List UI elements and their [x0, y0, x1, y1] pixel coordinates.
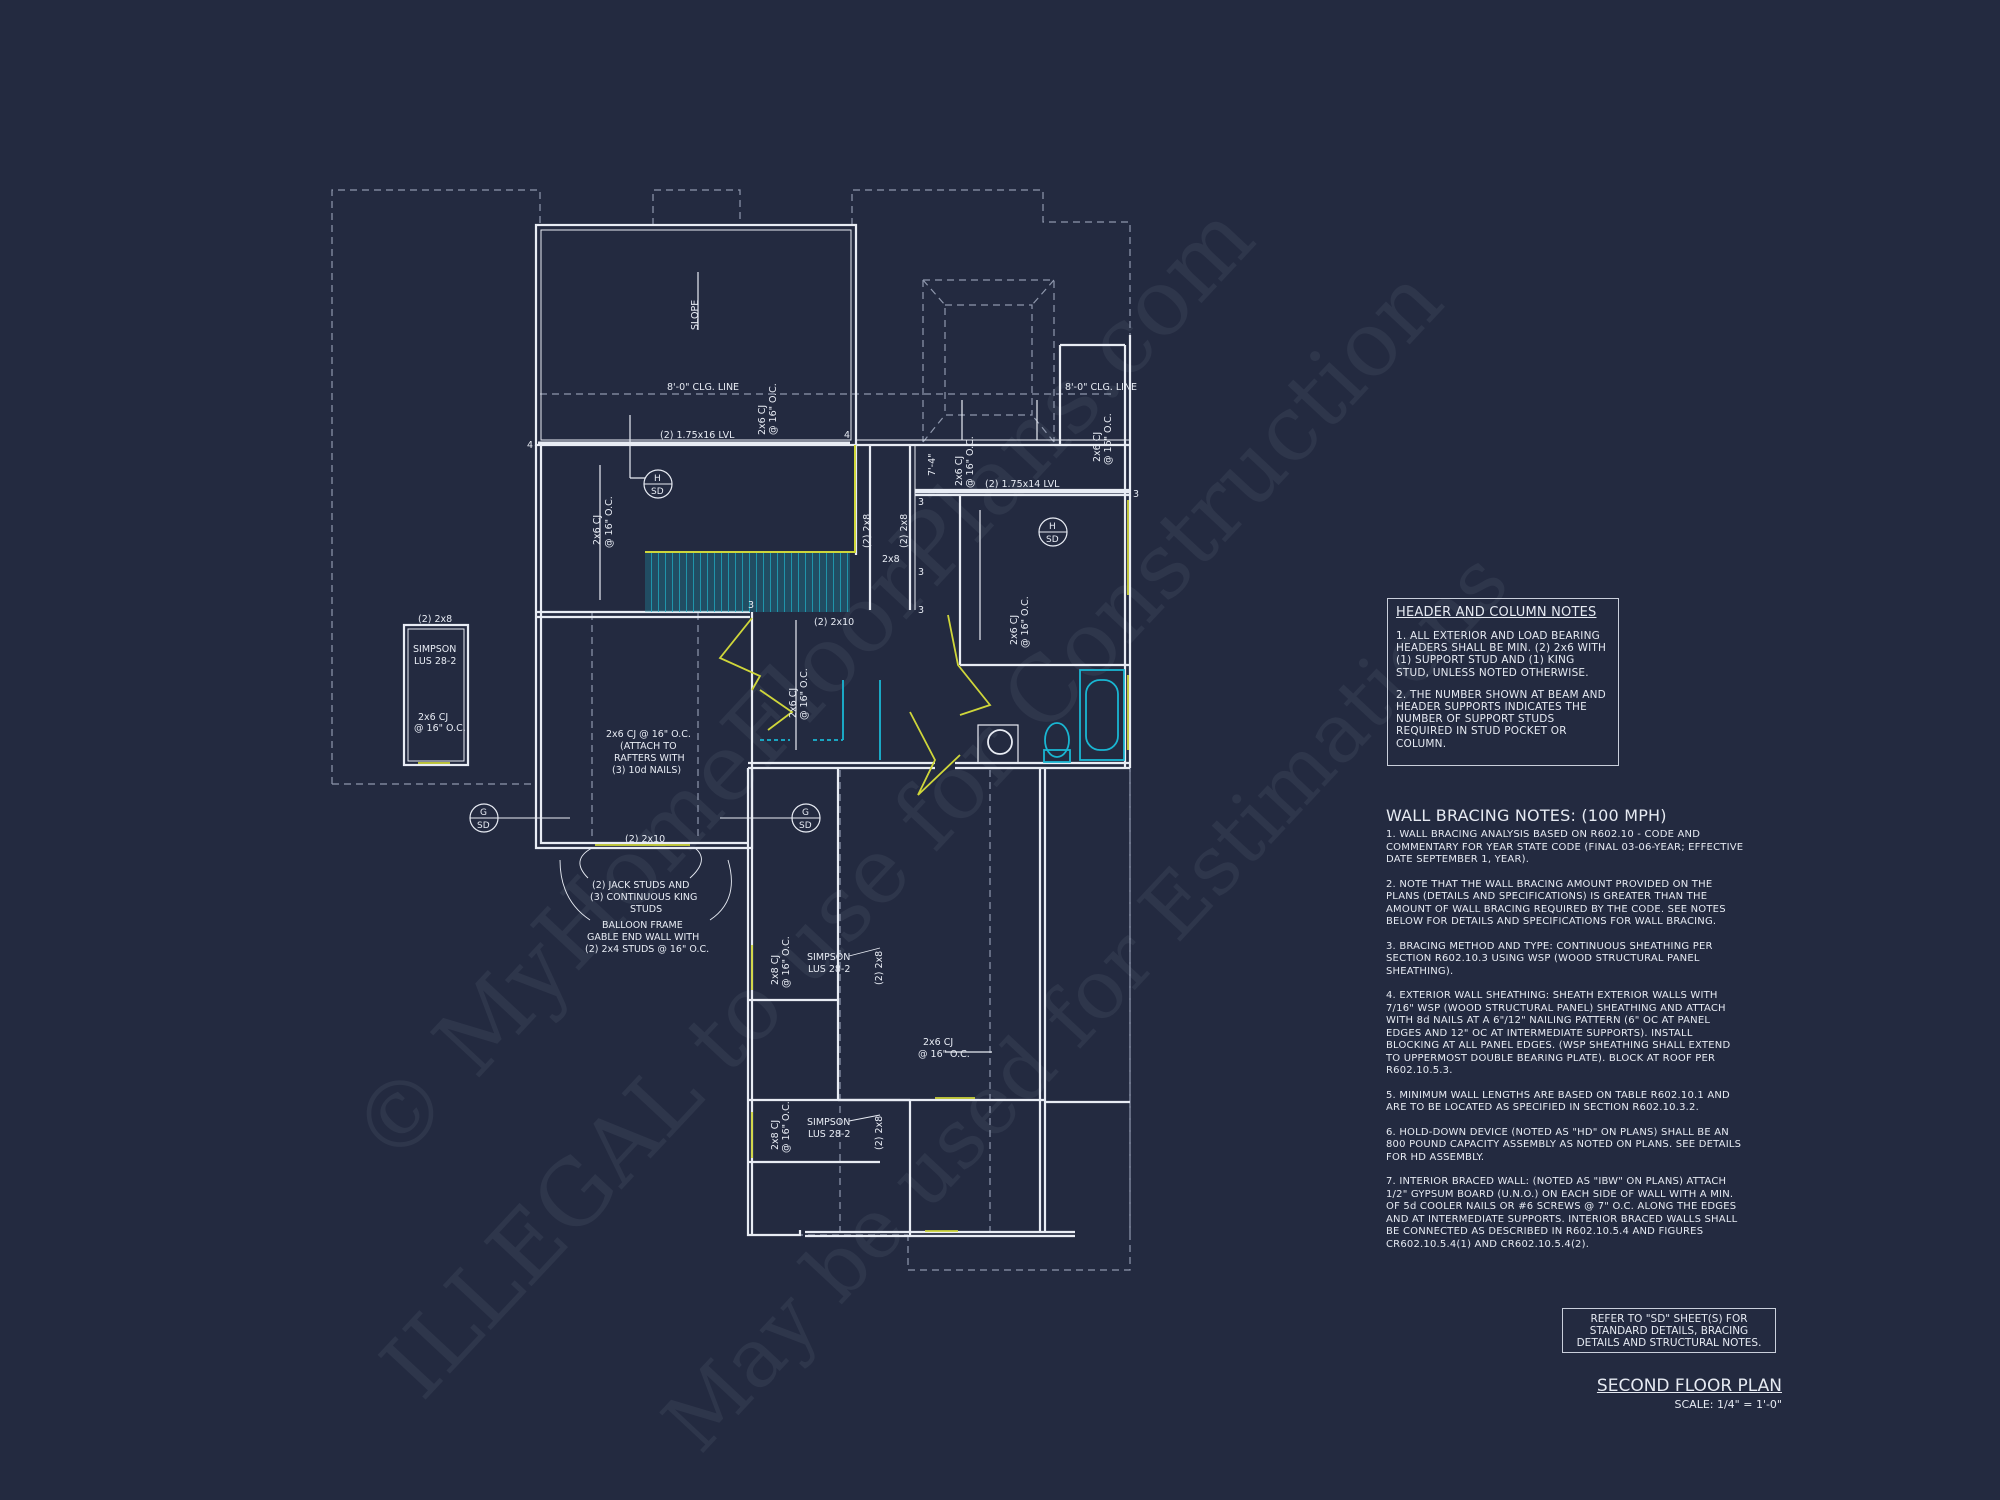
section-tag-h-2-letter: H	[1049, 522, 1056, 532]
cj-lower-line-1: 2x6 CJ	[923, 1037, 953, 1048]
bath-fixtures	[760, 669, 1125, 764]
bracing-note-7: 7. INTERIOR BRACED WALL: (NOTED AS "IBW"…	[1386, 1176, 1738, 1250]
cj-small-spacing-label: @ 16" O.C.	[1103, 413, 1114, 465]
section-tag-g-1-letter: G	[480, 808, 487, 818]
balloon-line-3: (2) 2x4 STUDS @ 16" O.C.	[585, 944, 709, 955]
jack-studs-line-1: (2) JACK STUDS AND	[592, 880, 689, 891]
cj-mid-label: 2x6 CJ	[788, 688, 799, 718]
header-2x8-lower-2: (2) 2x8	[874, 1116, 885, 1150]
walls	[402, 223, 1132, 1238]
header-notes-title: HEADER AND COLUMN NOTES	[1396, 605, 1597, 620]
header-note-2: 2. THE NUMBER SHOWN AT BEAM AND HEADER S…	[1396, 688, 1606, 750]
lvl-right-label: (2) 1.75x14 LVL	[985, 479, 1060, 490]
cj-rafters-line-1: 2x6 CJ @ 16" O.C.	[606, 729, 691, 740]
section-tag-h-1-sheet: SD	[651, 487, 664, 497]
cj-mid-spacing-label: @ 16" O.C.	[799, 668, 810, 720]
header-2x8-b: (2) 2x8	[899, 514, 910, 548]
cj-left-label: 2x6 CJ	[592, 515, 603, 545]
section-tag-h-2-sheet: SD	[1046, 535, 1059, 545]
support-count-3a: 3	[918, 497, 924, 508]
support-count-4a: 4	[527, 440, 533, 451]
section-tag-g-2[interactable]: G SD	[720, 803, 821, 833]
cj-center-label: 2x6 CJ	[1009, 615, 1020, 645]
cj-lower-2-label: 2x8 CJ	[770, 1120, 781, 1150]
refer-sd-note: REFER TO "SD" SHEET(S) FOR STANDARD DETA…	[1562, 1308, 1776, 1353]
clg-line-left-label: 8'-0" CLG. LINE	[667, 382, 739, 393]
header-2x10-bottom: (2) 2x10	[625, 834, 665, 845]
cj-rafters-line-3: RAFTERS WITH	[614, 753, 685, 764]
bracing-notes-title: WALL BRACING NOTES: (100 MPH)	[1386, 806, 1667, 825]
bracing-note-3: 3. BRACING METHOD AND TYPE: CONTINUOUS S…	[1386, 940, 1713, 977]
bracing-note-1: 1. WALL BRACING ANALYSIS BASED ON R602.1…	[1386, 829, 1744, 865]
header-2x8-small: (2) 2x8	[418, 614, 452, 625]
cj-rafters-line-4: (3) 10d NAILS)	[612, 765, 681, 776]
cj-center-spacing-label: @ 16" O.C.	[1020, 596, 1031, 648]
section-tag-h-2[interactable]: H SD	[1038, 517, 1068, 547]
jack-studs-line-2: (3) CONTINUOUS KING	[590, 892, 697, 903]
refer-line-2: STANDARD DETAILS, BRACING	[1589, 1325, 1749, 1337]
stairs	[645, 445, 856, 612]
section-tag-g-2-letter: G	[802, 808, 809, 818]
cj-right-top-label: 2x6 CJ	[954, 456, 965, 486]
support-count-3b: 3	[1133, 489, 1139, 500]
support-count-3e: 3	[918, 567, 924, 578]
cj-left-spacing-label: @ 16" O.C.	[604, 496, 615, 548]
section-tag-g-2-sheet: SD	[799, 821, 812, 831]
header-note-1: 1. ALL EXTERIOR AND LOAD BEARING HEADERS…	[1396, 630, 1607, 679]
cj-right-top-spacing-label: @ 16" O.C.	[965, 436, 976, 488]
clg-line-right-label: 8'-0" CLG. LINE	[1065, 382, 1137, 393]
sheet-title: SECOND FLOOR PLAN	[1596, 1376, 1782, 1396]
simpson-small-line-1: SIMPSON	[413, 644, 456, 655]
refer-line-3: DETAILS AND STRUCTURAL NOTES.	[1576, 1337, 1762, 1349]
simpson-1-line-1: SIMPSON	[807, 952, 850, 963]
section-tag-h-1[interactable]: H SD	[643, 469, 673, 499]
section-tag-g-1-sheet: SD	[477, 821, 490, 831]
balloon-line-1: BALLOON FRAME	[602, 920, 683, 931]
cj-lower-1-spacing: @ 16" O.C.	[781, 936, 792, 988]
cj-top-label: 2x6 CJ	[757, 405, 768, 435]
dim-7ft: 7'-4"	[927, 454, 938, 477]
bracing-note-5: 5. MINIMUM WALL LENGTHS ARE BASED ON TAB…	[1386, 1089, 1730, 1114]
header-2x8-c: 2x8	[882, 554, 900, 565]
refer-line-1: REFER TO "SD" SHEET(S) FOR	[1590, 1313, 1748, 1325]
simpson-2-line-1: SIMPSON	[807, 1117, 850, 1128]
cj-rafters-line-2: (ATTACH TO	[620, 741, 677, 752]
slope-label: SLOPE	[690, 300, 701, 330]
lvl-left-label: (2) 1.75x16 LVL	[660, 430, 735, 441]
support-count-3c: 3	[918, 605, 924, 616]
header-2x10-mid: (2) 2x10	[814, 617, 854, 628]
beams	[538, 441, 1130, 494]
section-tag-g-1[interactable]: G SD	[469, 803, 570, 833]
plan-text: SLOPE 8'-0" CLG. LINE 8'-0" CLG. LINE (2…	[413, 300, 1139, 1153]
simpson-2-line-2: LUS 28-2	[808, 1129, 850, 1140]
bracing-note-6: 6. HOLD-DOWN DEVICE (NOTED AS "HD" ON PL…	[1386, 1126, 1742, 1163]
header-2x8-a: (2) 2x8	[862, 514, 873, 548]
bracing-note-2: 2. NOTE THAT THE WALL BRACING AMOUNT PRO…	[1386, 878, 1726, 928]
leader-lines	[559, 415, 881, 1122]
jack-studs-line-3: STUDS	[630, 904, 662, 915]
cj-small-room-line-1: 2x6 CJ	[418, 712, 448, 723]
sheet-scale: SCALE: 1/4" = 1'-0"	[1674, 1398, 1783, 1411]
cj-small-label: 2x6 CJ	[1092, 432, 1103, 462]
support-count-3d: 3	[748, 600, 754, 611]
wall-bracing-notes: WALL BRACING NOTES: (100 MPH) 1. WALL BR…	[1386, 806, 1746, 1263]
balloon-line-2: GABLE END WALL WITH	[587, 932, 699, 943]
section-tag-h-1-letter: H	[654, 474, 661, 484]
cj-small-room-line-2: @ 16" O.C.	[414, 723, 466, 734]
door-swings	[418, 500, 1129, 1232]
header-2x8-lower-1: (2) 2x8	[874, 951, 885, 985]
simpson-1-line-2: LUS 28-2	[808, 964, 850, 975]
cj-lower-line-2: @ 16" O.C.	[918, 1049, 970, 1060]
bracing-note-4: 4. EXTERIOR WALL SHEATHING: SHEATH EXTER…	[1386, 990, 1731, 1076]
cj-lower-1-label: 2x8 CJ	[770, 955, 781, 985]
cj-top-spacing-label: @ 16" O.C.	[768, 383, 779, 435]
cj-lower-2-spacing: @ 16" O.C.	[781, 1101, 792, 1153]
support-count-4b: 4	[844, 430, 850, 441]
header-column-notes: HEADER AND COLUMN NOTES 1. ALL EXTERIOR …	[1387, 598, 1619, 766]
simpson-small-line-2: LUS 28-2	[414, 656, 456, 667]
